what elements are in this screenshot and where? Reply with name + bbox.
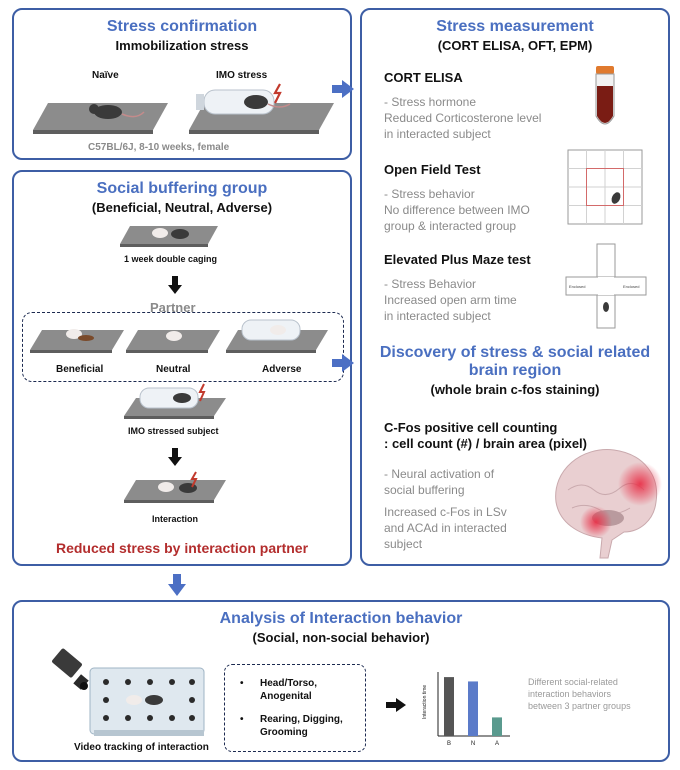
cort-elisa-title: CORT ELISA — [384, 70, 463, 85]
beneficial-partner-illustration — [30, 329, 124, 353]
behavior-rearing-digging: Rearing, Digging, — [260, 714, 343, 725]
cfos-description-a: - Neural activation of social buffering — [384, 466, 494, 498]
bullet-1: • — [240, 678, 244, 689]
interaction-illustration — [124, 471, 226, 503]
naive-label: Naïve — [92, 70, 119, 81]
desc-line: in interacted subject — [384, 309, 491, 323]
chart-bar-B — [444, 677, 454, 736]
video-tracking-label: Video tracking of interaction — [74, 742, 209, 753]
chart-ylabel: Interaction time — [422, 685, 428, 719]
desc-line: social buffering — [384, 483, 465, 497]
behavior-anogenital: Anogenital — [260, 691, 312, 702]
desc-line: group & interacted group — [384, 219, 517, 233]
desc-line: No difference between IMO — [384, 203, 530, 217]
chart-tick-label: N — [471, 741, 475, 747]
video-camera-icon — [52, 648, 89, 690]
down-arrow-icon — [168, 276, 182, 294]
stress-confirmation-panel: Stress confirmation Immobilization stres… — [12, 8, 352, 160]
epm-title: Elevated Plus Maze test — [384, 252, 531, 267]
analysis-subtitle: (Social, non-social behavior) — [252, 630, 430, 645]
social-buffering-title: Social buffering group — [96, 180, 268, 197]
reduced-stress-result: Reduced stress by interaction partner — [55, 540, 309, 556]
behavior-grooming: Grooming — [260, 727, 308, 738]
partner-beneficial: Beneficial — [56, 364, 104, 375]
social-buffering-subtitle: (Beneficial, Neutral, Adverse) — [91, 200, 273, 215]
epm-description: - Stress Behavior Increased open arm tim… — [384, 276, 517, 324]
naive-platform-illustration — [33, 103, 168, 134]
partner-label: Partner — [150, 300, 196, 315]
stress-measurement-panel: Stress measurement (CORT ELISA, OFT, EPM… — [360, 8, 670, 566]
open-field-title: Open Field Test — [384, 162, 481, 177]
plus-maze-icon: Enclosed Enclosed — [565, 243, 647, 329]
desc-line: Increased open arm time — [384, 293, 517, 307]
desc-line: - Stress Behavior — [384, 277, 477, 291]
blood-tube-icon — [595, 66, 615, 125]
desc-line: - Stress hormone — [384, 95, 477, 109]
bullet-2: • — [240, 714, 244, 725]
stress-confirmation-title: Stress confirmation — [106, 18, 258, 35]
stress-measurement-subtitle: (CORT ELISA, OFT, EPM) — [437, 38, 593, 53]
imo-restrainer-illustration — [189, 83, 334, 134]
partner-adverse: Adverse — [262, 364, 302, 375]
stress-measurement-title: Stress measurement — [436, 18, 594, 35]
open-field-arena-icon — [567, 149, 643, 225]
epm-arm-label-left: Enclosed — [569, 284, 585, 289]
cort-elisa-description: - Stress hormone Reduced Corticosterone … — [384, 94, 541, 142]
partner-group-box — [22, 312, 344, 382]
social-buffering-panel: Social buffering group (Beneficial, Neut… — [12, 170, 352, 566]
note-line: between 3 partner groups — [528, 701, 631, 711]
chart-tick-label: B — [447, 741, 451, 747]
partner-neutral: Neutral — [156, 364, 191, 375]
double-caging-label: 1 week double caging — [124, 254, 218, 264]
right-arrow-icon — [386, 698, 406, 712]
interaction-label: Interaction — [152, 514, 199, 524]
imo-subject-label: IMO stressed subject — [128, 426, 219, 436]
imo-subject-illustration — [124, 383, 226, 419]
analysis-panel: Analysis of Interaction behavior (Social… — [12, 600, 670, 762]
down-arrow-icon — [168, 574, 186, 596]
behavior-head-torso: Head/Torso, — [260, 678, 318, 689]
desc-line: - Stress behavior — [384, 187, 475, 201]
double-caging-illustration — [120, 226, 218, 247]
stress-lightning-icon — [190, 471, 198, 488]
right-arrow-icon — [332, 80, 354, 98]
brain-cfos-icon — [555, 449, 662, 559]
note-line: Different social-related — [528, 677, 618, 687]
behavior-list-box — [224, 664, 366, 752]
right-arrow-icon — [332, 354, 354, 372]
desc-line: - Neural activation of — [384, 467, 495, 481]
desc-line: Increased c-Fos in LSv — [384, 505, 507, 519]
cfos-title-line1: C-Fos positive cell counting — [384, 420, 558, 435]
stress-confirmation-subtitle: Immobilization stress — [115, 38, 249, 53]
discovery-title-line2: brain region — [468, 362, 562, 379]
imo-stress-label: IMO stress — [216, 70, 268, 81]
open-field-description: - Stress behavior No difference between … — [384, 186, 530, 234]
desc-line: subject — [384, 537, 423, 551]
stress-lightning-icon — [273, 83, 282, 104]
strain-note: C57BL/6J, 8-10 weeks, female — [88, 142, 230, 153]
desc-line: and ACAd in interacted — [384, 521, 507, 535]
stress-lightning-icon — [198, 383, 206, 402]
note-line: interaction behaviors — [528, 689, 612, 699]
cfos-title-line2: : cell count (#) / brain area (pixel) — [384, 436, 587, 451]
discovery-subtitle: (whole brain c-fos staining) — [430, 382, 600, 397]
mouse-icon — [94, 105, 122, 119]
chart-tick-label: A — [495, 741, 499, 747]
desc-line: in interacted subject — [384, 127, 491, 141]
chart-bar-N — [468, 681, 478, 736]
tracking-arena-illustration — [89, 667, 205, 736]
analysis-title: Analysis of Interaction behavior — [219, 610, 463, 627]
desc-line: Reduced Corticosterone level — [384, 111, 542, 125]
cfos-description-b: Increased c-Fos in LSv and ACAd in inter… — [384, 504, 507, 552]
adverse-partner-illustration — [226, 319, 328, 353]
analysis-note: Different social-related interaction beh… — [528, 676, 631, 712]
epm-arm-label-right: Enclosed — [623, 284, 639, 289]
down-arrow-icon — [168, 448, 182, 466]
neutral-partner-illustration — [126, 330, 220, 353]
discovery-title-line1: Discovery of stress & social related — [379, 344, 651, 361]
chart-bar-A — [492, 717, 502, 736]
